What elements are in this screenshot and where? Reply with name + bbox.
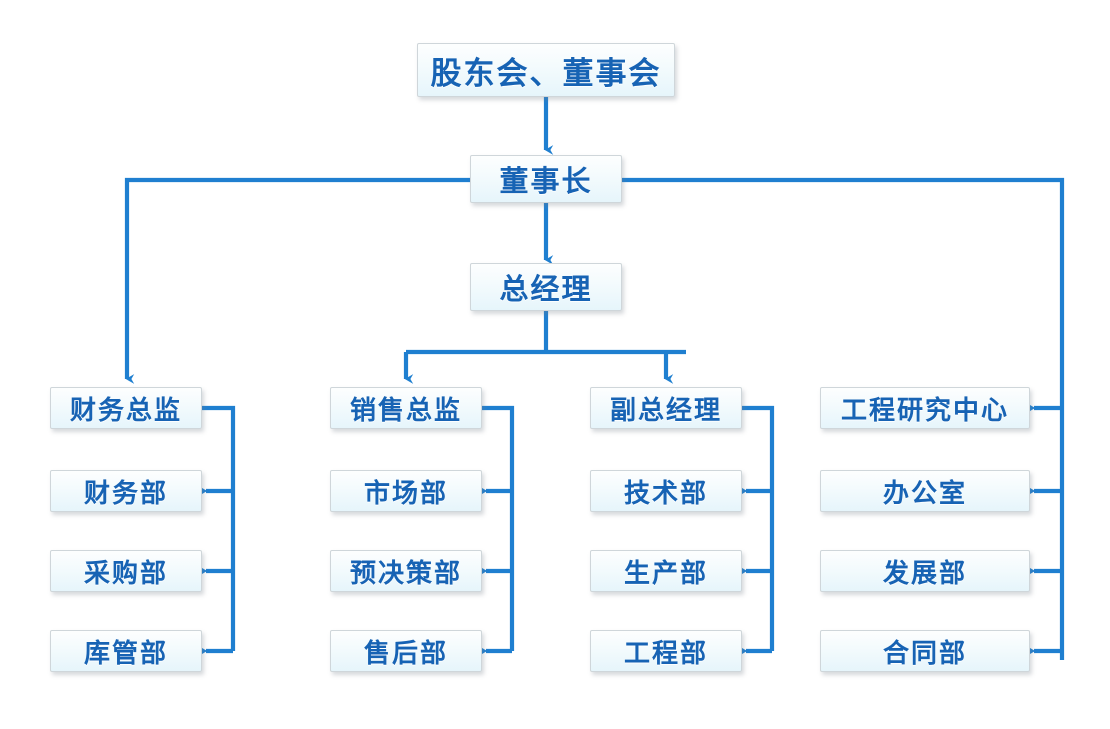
node-engineering-research-center[interactable]: 工程研究中心 (820, 387, 1030, 429)
node-dept-contract[interactable]: 合同部 (820, 630, 1030, 672)
node-general-manager[interactable]: 总经理 (470, 263, 622, 311)
node-dept-engineering[interactable]: 工程部 (590, 630, 742, 672)
node-dept-finance[interactable]: 财务部 (50, 470, 202, 512)
node-sales-director[interactable]: 销售总监 (330, 387, 482, 429)
edge-col3-spine (742, 405, 775, 651)
node-dept-technology[interactable]: 技术部 (590, 470, 742, 512)
node-dept-purchasing[interactable]: 采购部 (50, 550, 202, 592)
node-dept-after-sales[interactable]: 售后部 (330, 630, 482, 672)
edge-col2-spine (482, 405, 515, 651)
node-deputy-general-manager[interactable]: 副总经理 (590, 387, 742, 429)
node-dept-development[interactable]: 发展部 (820, 550, 1030, 592)
node-board[interactable]: 股东会、董事会 (417, 43, 675, 97)
node-chairman[interactable]: 董事长 (470, 155, 622, 203)
edge-chairman-to-finance-director (124, 177, 470, 384)
node-dept-warehouse[interactable]: 库管部 (50, 630, 202, 672)
node-dept-marketing[interactable]: 市场部 (330, 470, 482, 512)
node-finance-director[interactable]: 财务总监 (50, 387, 202, 429)
edge-col1-spine (202, 405, 236, 651)
node-dept-budget-decision[interactable]: 预决策部 (330, 550, 482, 592)
node-dept-production[interactable]: 生产部 (590, 550, 742, 592)
node-dept-office[interactable]: 办公室 (820, 470, 1030, 512)
